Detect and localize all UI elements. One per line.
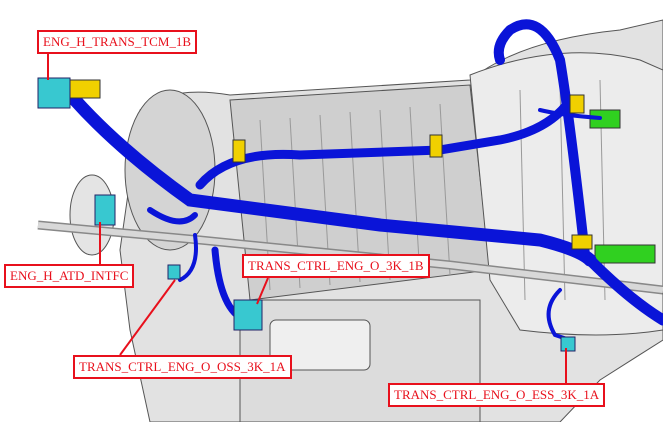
callout-eng-h-atd-intfc: ENG_H_ATD_INTFC: [4, 264, 135, 288]
connector-tcm: [37, 77, 71, 109]
connector-atd: [94, 194, 116, 226]
callout-trans-ctrl-eng-o-oss-3k-1a: TRANS_CTRL_ENG_O_OSS_3K_1A: [73, 355, 292, 379]
connector-oss: [167, 264, 181, 280]
bracket: [594, 244, 656, 264]
callout-trans-ctrl-eng-o-3k-1b: TRANS_CTRL_ENG_O_3K_1B: [242, 254, 430, 278]
wire-harness: [68, 19, 663, 342]
callout-eng-h-trans-tcm-1b: ENG_H_TRANS_TCM_1B: [37, 30, 198, 54]
leader-lines: [47, 54, 567, 383]
connector-ess: [560, 336, 576, 352]
connectors: [37, 77, 576, 352]
callout-trans-ctrl-eng-o-ess-3k-1a: TRANS_CTRL_ENG_O_ESS_3K_1A: [388, 383, 606, 407]
connector-o3k: [233, 299, 263, 331]
